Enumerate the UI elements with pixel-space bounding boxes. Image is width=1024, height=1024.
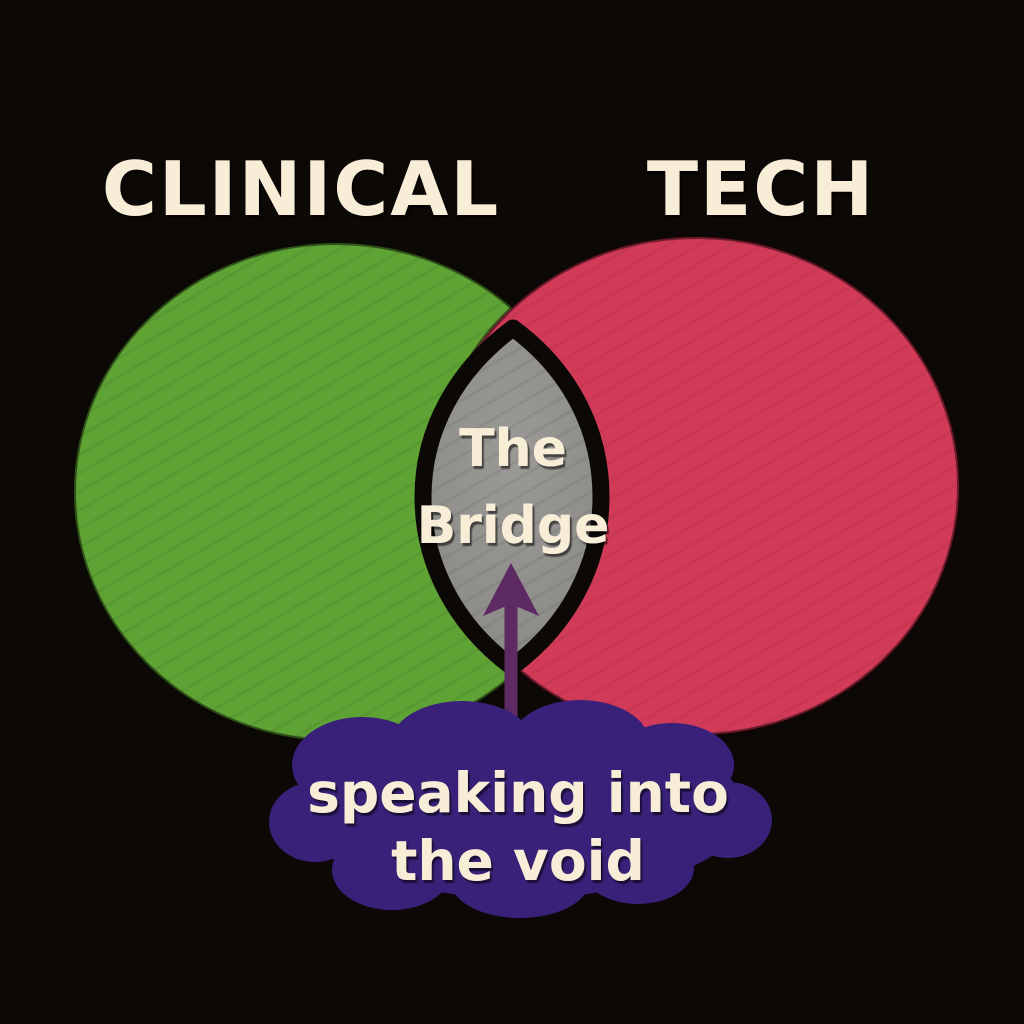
- bubble-lobe: [269, 782, 361, 862]
- bubble-lobe: [684, 782, 772, 858]
- void-callout-line1: speaking into: [307, 761, 729, 825]
- up-arrow-head: [483, 563, 539, 616]
- clinical-title: CLINICAL: [102, 145, 500, 233]
- bridge-label-line2: Bridge: [417, 496, 610, 556]
- void-callout-line2: the void: [391, 829, 645, 893]
- bridge-intersection-texture: [423, 328, 601, 667]
- bubble-lobe: [582, 832, 694, 904]
- void-callout-bubble: [269, 700, 772, 918]
- bubble-lobe: [450, 842, 590, 918]
- bubble-lobe: [610, 723, 734, 807]
- bridge-label-line1: The: [459, 419, 567, 479]
- up-arrow-icon: [483, 563, 539, 723]
- tech-title: TECH: [647, 145, 875, 233]
- bubble-lobe: [390, 701, 534, 789]
- bubble-lobe: [332, 830, 452, 910]
